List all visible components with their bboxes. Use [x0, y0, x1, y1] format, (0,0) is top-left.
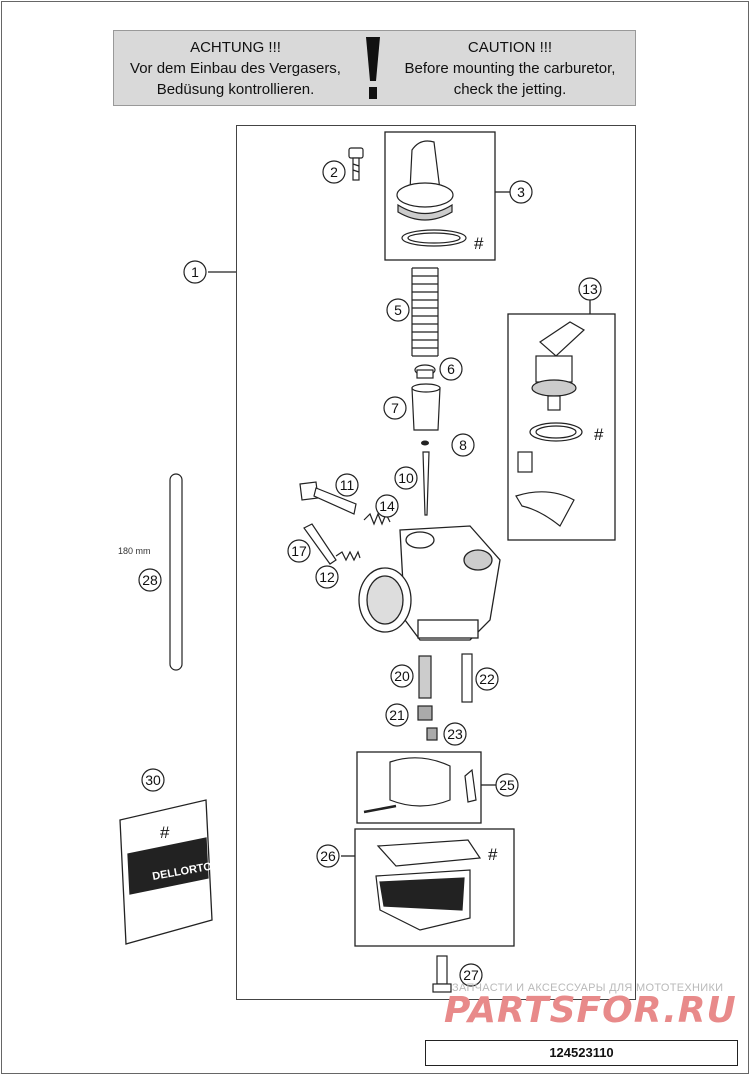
part-needle-10 [422, 451, 430, 516]
warning-german-line1: Vor dem Einbau des Vergasers, [130, 60, 341, 77]
callout-number-14: 14 [379, 498, 395, 514]
callout-circle-14 [375, 494, 399, 518]
callout-circle-21 [385, 703, 409, 727]
part-tube-22 [461, 653, 473, 703]
part-carburetor-body [358, 525, 501, 641]
callout-circle-28 [138, 568, 162, 592]
part-clip-8 [421, 440, 429, 446]
part-float-25 [363, 757, 477, 814]
hash-mark-13: # [594, 425, 604, 444]
warning-english: CAUTION !!! Before mounting the carburet… [386, 37, 634, 100]
callout-circle-11 [335, 473, 359, 497]
callout-circle-7 [383, 396, 407, 420]
part-cover-3 [396, 140, 467, 247]
callout-circle-10 [394, 466, 418, 490]
callout-number-8: 8 [459, 437, 467, 453]
part-jet-21 [417, 705, 433, 721]
callout-circle-22 [475, 667, 499, 691]
callout-number-13: 13 [582, 281, 598, 297]
group-box-3 [384, 131, 496, 261]
callout-circle-13 [578, 277, 602, 301]
warning-english-line1: Before mounting the carburetor, [404, 60, 616, 77]
hash-mark-3: # [474, 234, 484, 253]
callout-number-3: 3 [517, 184, 525, 200]
callout-circle-26 [316, 844, 340, 868]
part-spring-12 [335, 550, 361, 562]
diagram-part-number: 124523110 [425, 1040, 738, 1066]
callout-circle-2 [322, 160, 346, 184]
group-box-26 [354, 828, 515, 947]
group-box-13 [507, 313, 616, 541]
callout-number-6: 6 [447, 361, 455, 377]
callout-circle-17 [287, 539, 311, 563]
callout-number-12: 12 [319, 569, 335, 585]
callout-number-21: 21 [389, 707, 405, 723]
callout-circle-3 [509, 180, 533, 204]
callout-number-30: 30 [145, 772, 161, 788]
warning-german-line2: Bedüsung kontrollieren. [156, 81, 315, 98]
callout-number-25: 25 [499, 777, 515, 793]
callout-number-28: 28 [142, 572, 158, 588]
callout-number-20: 20 [394, 668, 410, 684]
callout-number-11: 11 [340, 477, 355, 493]
part-spring-5 [411, 267, 439, 357]
callout-number-10: 10 [398, 470, 414, 486]
part-choke-13 [515, 321, 586, 527]
part-fuel-tube-28 [169, 473, 183, 671]
part-retainer-6 [414, 364, 436, 379]
callout-circle-8 [451, 433, 475, 457]
warning-german: ACHTUNG !!! Vor dem Einbau des Vergasers… [118, 37, 353, 100]
callout-circle-25 [495, 773, 519, 797]
watermark-logo: PARTSFOR.RU [444, 990, 737, 1031]
callout-circle-1 [183, 260, 207, 284]
callout-number-26: 26 [320, 848, 336, 864]
part-jet-23 [426, 727, 438, 741]
callout-circle-12 [315, 565, 339, 589]
part-bowl-26 [375, 839, 482, 931]
callout-circle-27 [459, 963, 483, 987]
callout-number-1: 1 [191, 264, 199, 280]
part-jet-20 [418, 655, 432, 699]
assembly-frame [236, 125, 636, 1000]
callout-circle-5 [386, 298, 410, 322]
callout-circle-6 [439, 357, 463, 381]
warning-german-heading: ACHTUNG !!! [190, 39, 281, 56]
part-screw-11 [299, 481, 357, 515]
hash-mark-26: # [488, 845, 498, 864]
callout-circle-30 [141, 768, 165, 792]
part-slide-7 [411, 383, 441, 431]
callout-number-22: 22 [479, 671, 495, 687]
part-screw-27 [432, 955, 452, 993]
callout-number-17: 17 [291, 543, 307, 559]
part-jet-bag-30 [119, 799, 213, 945]
hash-mark-30: # [160, 823, 170, 842]
warning-english-line2: check the jetting. [453, 81, 567, 98]
warning-banner: ACHTUNG !!! Vor dem Einbau des Vergasers… [113, 30, 636, 106]
callout-number-2: 2 [330, 164, 338, 180]
group-box-25 [356, 751, 482, 824]
callout-circle-23 [443, 722, 467, 746]
part-screw-17 [303, 523, 337, 565]
callout-number-5: 5 [394, 302, 402, 318]
callout-number-23: 23 [447, 726, 463, 742]
warning-english-heading: CAUTION !!! [467, 39, 553, 56]
part-screw-2 [348, 147, 364, 181]
tube-length-label: 180 mm [118, 546, 151, 556]
callout-number-27: 27 [463, 967, 479, 983]
exclamation-icon [366, 37, 380, 99]
watermark-tagline: ЗАПЧАСТИ И АКСЕССУАРЫ ДЛЯ МОТОТЕХНИКИ [452, 982, 724, 994]
callout-circle-20 [390, 664, 414, 688]
callout-number-7: 7 [391, 400, 399, 416]
